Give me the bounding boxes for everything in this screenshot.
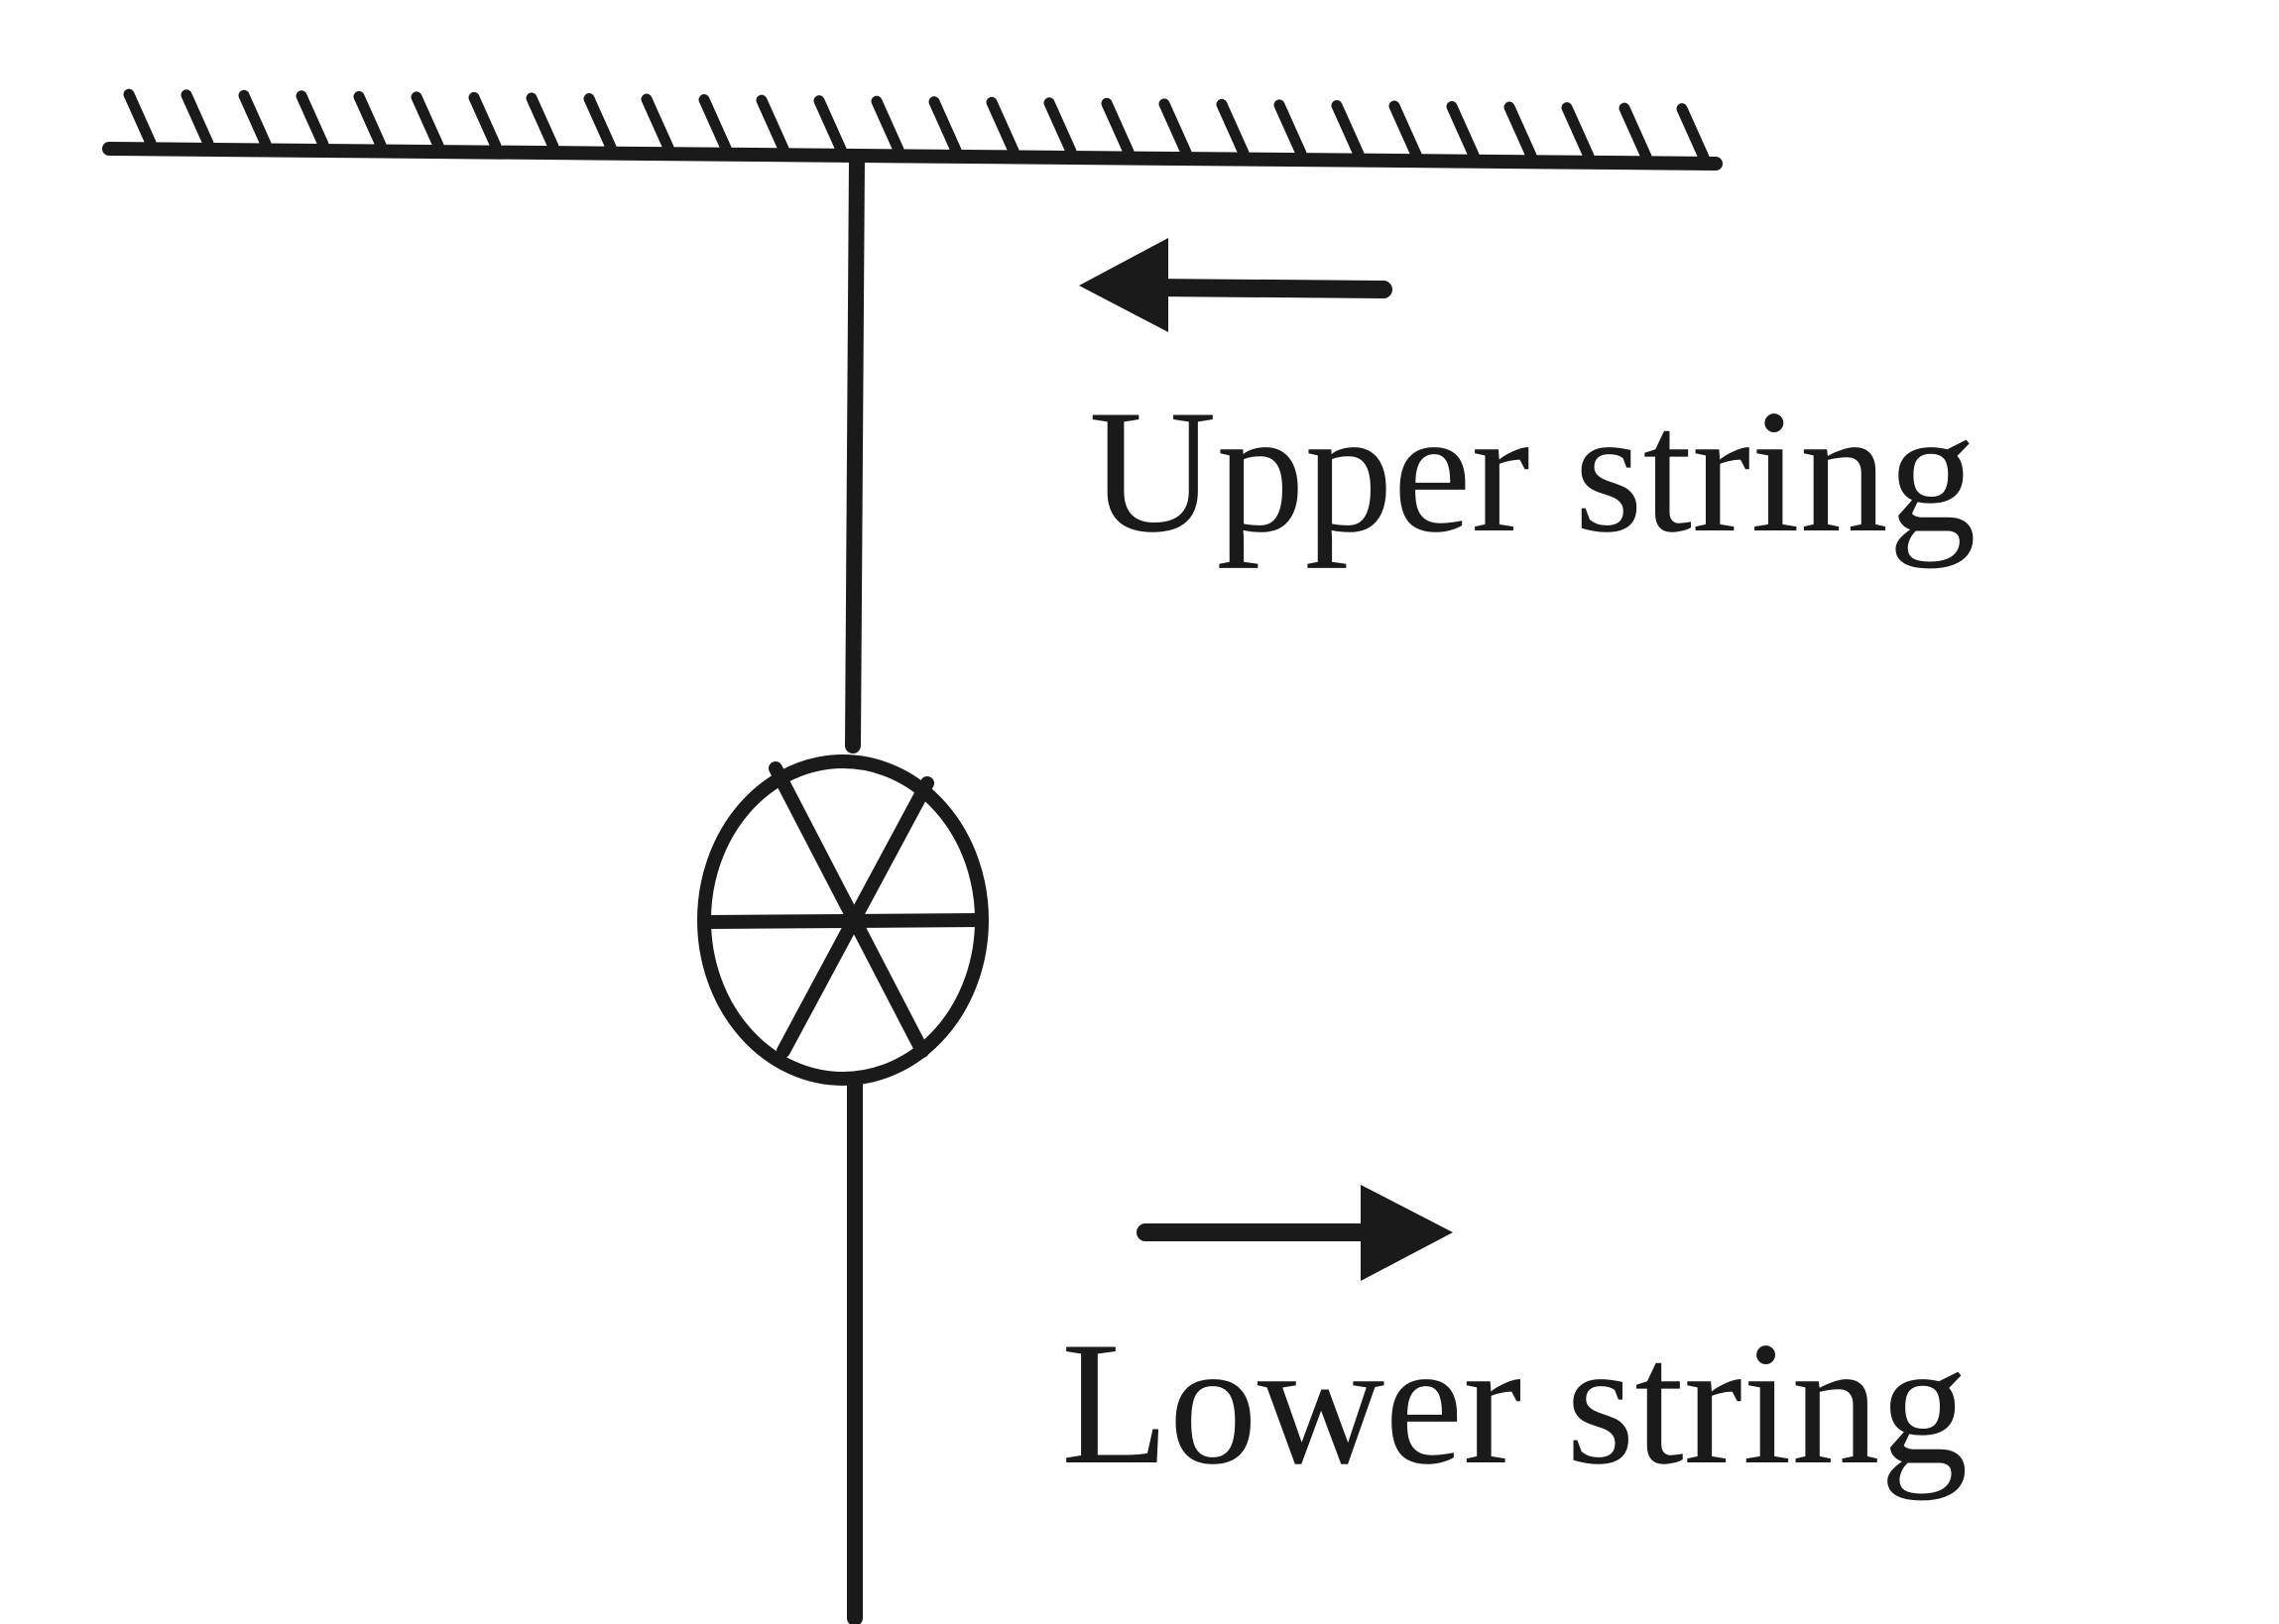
hatch-mark — [1158, 98, 1192, 159]
wheel-spoke-horizontal — [699, 913, 987, 929]
hatch-mark — [641, 93, 674, 154]
upper-string — [845, 151, 865, 754]
hatch-mark — [1388, 100, 1422, 161]
hatch-mark — [1561, 102, 1595, 163]
ceiling-line — [102, 142, 1723, 171]
hatch-mark — [468, 91, 502, 152]
hatch-mark — [123, 88, 157, 149]
hatch-mark — [1676, 103, 1710, 164]
hatch-mark — [411, 91, 444, 152]
wheel-knot — [697, 754, 989, 1086]
hatch-mark — [698, 94, 732, 155]
ceiling-support — [102, 88, 1723, 171]
hatch-mark — [871, 95, 904, 156]
hatch-mark — [1503, 101, 1537, 162]
hatch-mark — [526, 92, 559, 153]
hatch-mark — [1331, 99, 1365, 160]
hatch-mark — [1619, 102, 1652, 163]
hatch-mark — [238, 89, 272, 150]
lower-arrow — [1137, 1185, 1453, 1281]
wheel-spoke-diagonal-b — [777, 776, 934, 1058]
lower-string-label: Lower string — [1061, 1305, 1969, 1501]
upper-arrow-shaft — [1141, 279, 1392, 298]
hatch-mark — [986, 96, 1020, 157]
hatch-mark — [1273, 99, 1307, 160]
hatch-mark — [1043, 97, 1077, 158]
hatch-mark — [813, 95, 847, 156]
ceiling-hatching — [123, 88, 1710, 164]
hatch-mark — [928, 96, 962, 157]
hatch-mark — [296, 90, 329, 151]
hatch-mark — [1216, 98, 1250, 159]
upper-arrowhead-icon — [1079, 238, 1168, 332]
lower-arrowhead-icon — [1361, 1185, 1453, 1281]
upper-string-label: Upper string — [1089, 373, 1977, 569]
hatch-mark — [353, 90, 387, 151]
hatch-mark — [180, 89, 214, 150]
wheel-spoke-diagonal-a — [769, 761, 929, 1058]
upper-arrow — [1079, 238, 1392, 332]
hatch-mark — [1101, 97, 1135, 158]
hatch-mark — [583, 92, 617, 153]
hatch-mark — [1446, 101, 1480, 162]
hatch-mark — [756, 94, 789, 155]
